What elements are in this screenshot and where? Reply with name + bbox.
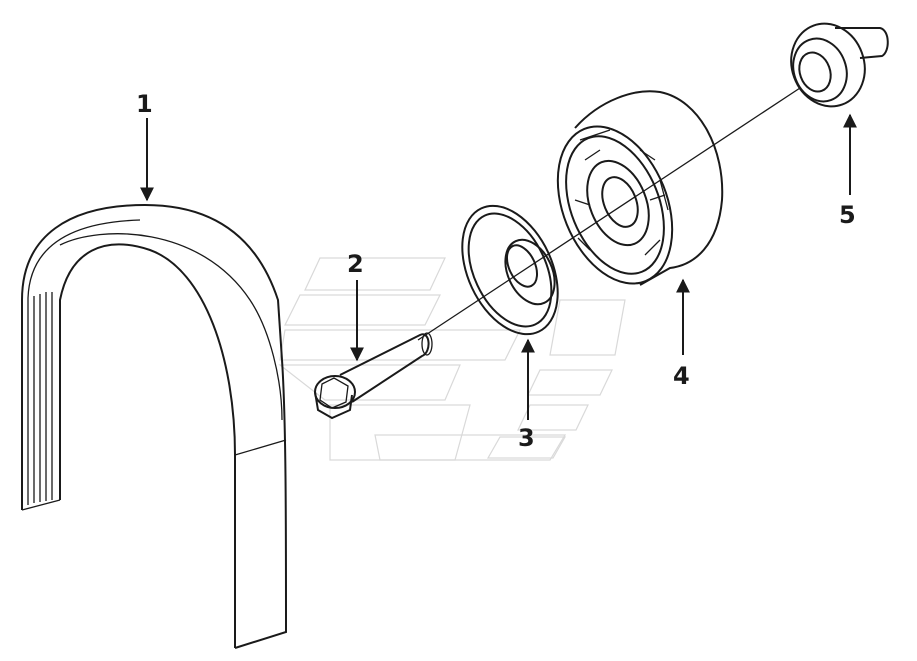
drive-belt	[21, 203, 288, 649]
spacer-sleeve	[790, 22, 889, 108]
callout-label-1: 1	[136, 90, 153, 118]
callout-label-3: 3	[518, 424, 535, 452]
callout-label-2: 2	[347, 250, 364, 278]
washer	[461, 204, 559, 336]
background-watermark	[278, 257, 626, 461]
assembly-axis-line	[417, 87, 801, 341]
callout-label-4: 4	[673, 362, 690, 390]
idler-pulley	[556, 90, 724, 286]
callout-label-5: 5	[839, 201, 856, 229]
flange-bolt	[314, 332, 433, 420]
